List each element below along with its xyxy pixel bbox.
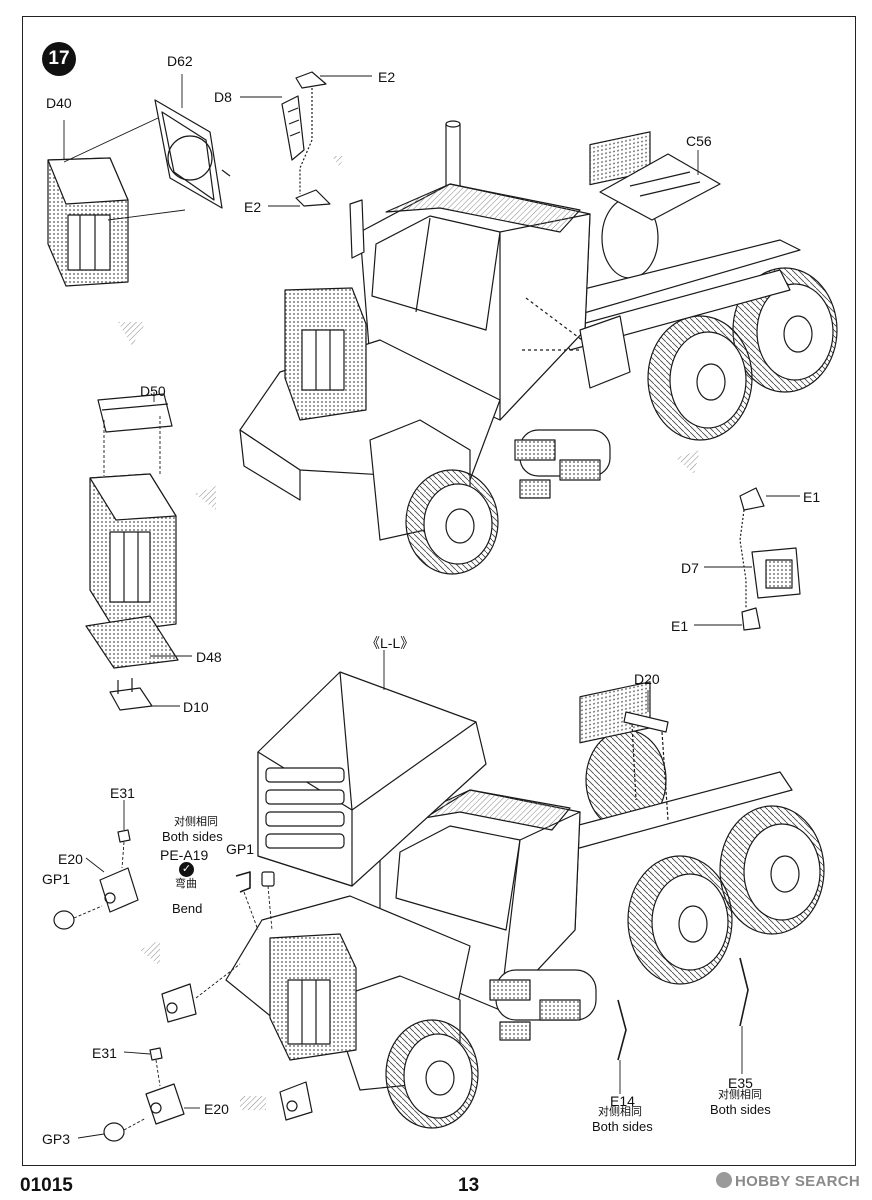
label-e35: E35 — [728, 1075, 753, 1091]
label-gp1-part: GP1 — [226, 841, 255, 857]
watermark: HOBBY SEARCH — [716, 1172, 860, 1190]
mirror-bracket-d8-drawing — [281, 71, 331, 207]
page-number: 13 — [458, 1175, 480, 1196]
mirror-d7-assembly-drawing — [739, 487, 801, 631]
note-both-sides-cn: 对侧相同 — [174, 816, 218, 828]
watermark-text: HOBBY SEARCH — [735, 1173, 861, 1190]
label-d7: D7 — [681, 560, 699, 576]
bend-icon: ✓ — [179, 862, 194, 877]
note-e35-cn: 对侧相同 — [718, 1089, 762, 1101]
label-e2-lower: E2 — [244, 199, 262, 215]
deck-plate-c56-drawing — [599, 153, 721, 221]
label-gp1-lamp: GP1 — [42, 871, 71, 887]
label-e31-lower: E31 — [92, 1045, 117, 1061]
label-e1-upper: E1 — [803, 489, 821, 505]
label-pe-a19: PE-A19 — [160, 847, 209, 863]
radiator-d40-drawing — [47, 157, 129, 287]
note-e14-en: Both sides — [592, 1119, 653, 1134]
label-e31-upper: E31 — [110, 785, 135, 801]
label-d10: D10 — [183, 699, 209, 715]
label-d48: D48 — [196, 649, 222, 665]
note-both-sides-en: Both sides — [162, 829, 223, 844]
label-e1-lower: E1 — [671, 618, 689, 634]
label-c56: C56 — [686, 133, 712, 149]
label-e20-lower: E20 — [204, 1101, 229, 1117]
label-d62: D62 — [167, 53, 193, 69]
note-e35-en: Both sides — [710, 1102, 771, 1117]
lamp-assembly-upper-drawing — [53, 829, 139, 930]
label-d8: D8 — [214, 89, 232, 105]
truck-top-drawing — [239, 120, 838, 575]
step-number-badge: 17 — [42, 42, 76, 76]
label-d20: D20 — [634, 671, 660, 687]
label-d50: D50 — [140, 383, 166, 399]
radiator-assembly-drawing — [85, 393, 179, 711]
note-bend-en: Bend — [172, 901, 203, 916]
page-border — [22, 16, 856, 1166]
product-code: 01015 — [20, 1175, 73, 1196]
label-d40: D40 — [46, 95, 72, 111]
gp1-part-drawing — [261, 871, 275, 887]
label-gp3: GP3 — [42, 1131, 71, 1147]
pe-a19-drawing — [235, 871, 251, 893]
label-e14: E14 — [610, 1093, 635, 1109]
label-e2-upper: E2 — [378, 69, 396, 85]
truck-bottom-drawing — [225, 671, 825, 1129]
watermark-logo-icon — [716, 1172, 732, 1188]
note-bend-cn: 弯曲 — [175, 878, 197, 890]
lamp-assembly-lower-drawing — [103, 1047, 185, 1142]
label-section-ll: 《L-L》 — [366, 635, 415, 651]
label-e20-upper: E20 — [58, 851, 83, 867]
shroud-d62-drawing — [154, 99, 231, 209]
note-e14-cn: 对侧相同 — [598, 1106, 642, 1118]
